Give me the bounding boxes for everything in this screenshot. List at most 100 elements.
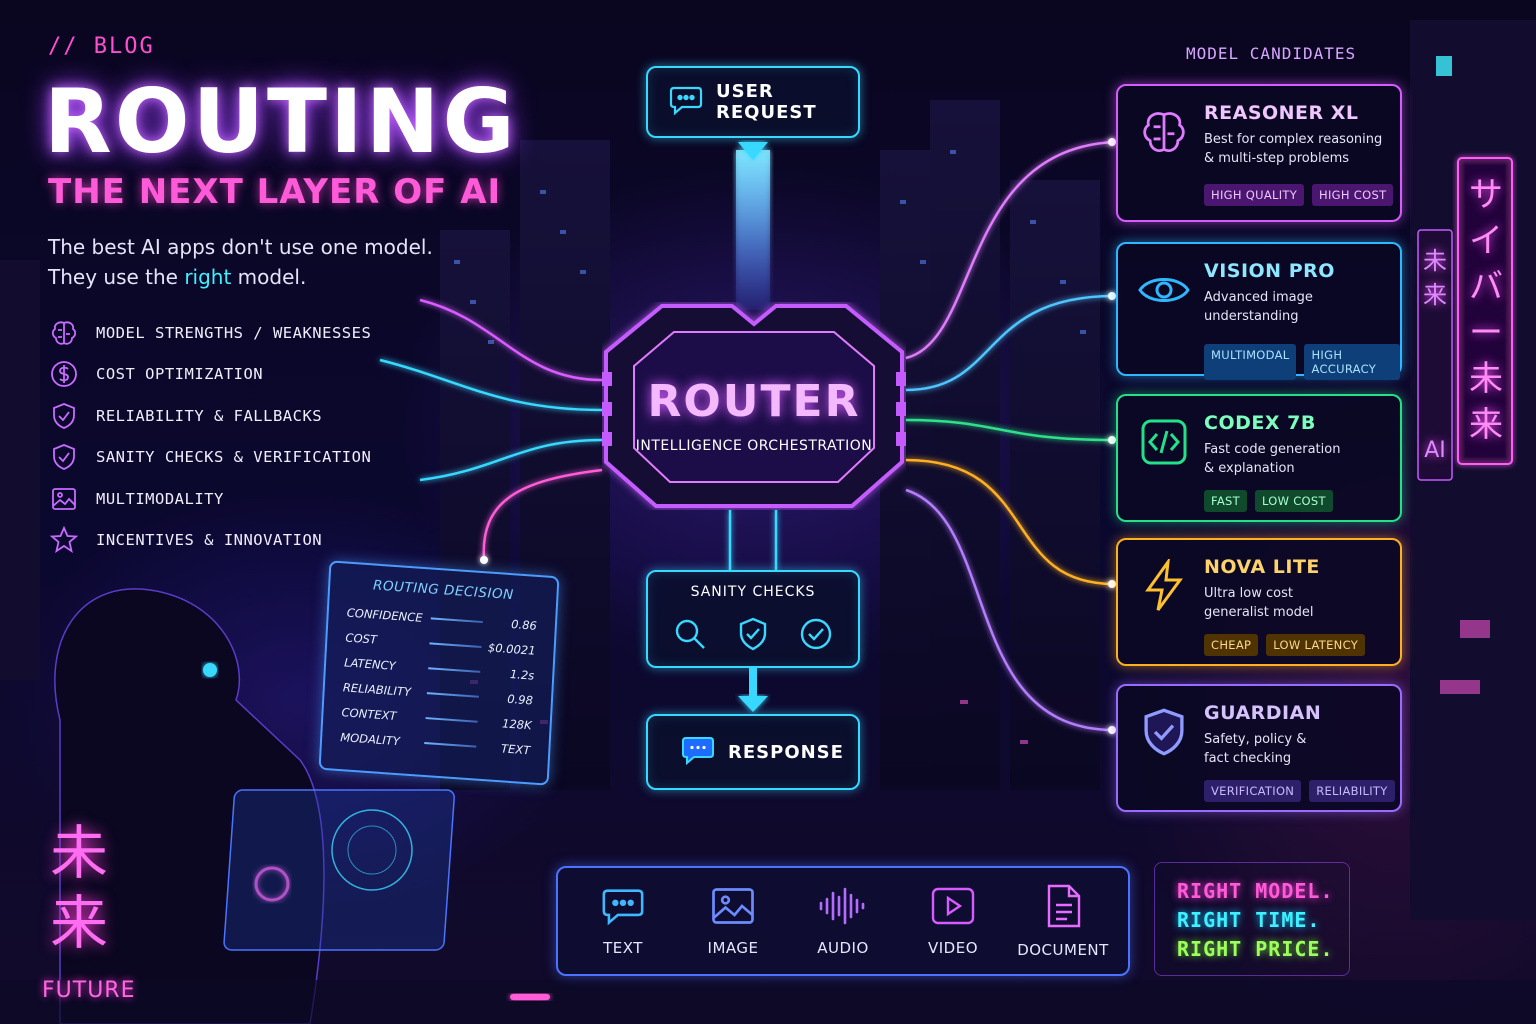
user-request-node: USER REQUEST <box>646 66 860 138</box>
check-circle-icon <box>798 616 834 656</box>
chat-icon <box>680 734 716 770</box>
modalities-bar: TEXT IMAGE AUDIO VIDEO DOCUMENT <box>556 866 1130 976</box>
tagline-pre: They use the <box>48 265 185 289</box>
feature-list: MODEL STRENGTHS / WEAKNESSES COST OPTIMI… <box>48 312 371 561</box>
feature-label: INCENTIVES & INNOVATION <box>96 531 323 550</box>
page-title: ROUTING <box>44 70 518 173</box>
chat-icon <box>668 84 704 120</box>
model-candidates-heading: MODEL CANDIDATES <box>1186 44 1357 63</box>
modality-label: DOCUMENT <box>1017 941 1109 959</box>
blog-tag: // BLOG <box>48 34 155 59</box>
model-description: Safety, policy &fact checking <box>1204 732 1307 766</box>
tag: CHEAP <box>1204 634 1259 656</box>
feature-item: COST OPTIMIZATION <box>48 354 371 396</box>
future-label: FUTURE <box>42 978 136 1003</box>
feature-label: RELIABILITY & FALLBACKS <box>96 406 323 425</box>
tagline-highlight: right <box>184 265 232 289</box>
model-description: Fast code generation& explanation <box>1204 442 1341 476</box>
slogan-line-3: RIGHT PRICE. <box>1177 937 1334 961</box>
tag: HIGH COST <box>1312 184 1394 206</box>
tag: VERIFICATION <box>1204 780 1302 802</box>
feature-item: INCENTIVES & INNOVATION <box>48 520 371 562</box>
tag: FAST <box>1204 490 1247 512</box>
modality-video[interactable]: VIDEO <box>903 885 1003 957</box>
model-card-reasoner-xl[interactable]: REASONER XL Best for complex reasoning& … <box>1116 84 1402 222</box>
modality-label: VIDEO <box>927 939 979 957</box>
model-name: CODEX 7B <box>1204 412 1316 434</box>
feature-label: COST OPTIMIZATION <box>96 365 264 384</box>
router-title: ROUTER <box>647 376 861 427</box>
sanity-checks-icons <box>648 616 858 656</box>
feature-item: RELIABILITY & FALLBACKS <box>48 395 371 437</box>
right-small-neon-sign: 未来 <box>1423 247 1447 309</box>
page-subtitle: THE NEXT LAYER OF AI <box>48 172 502 212</box>
right-ai-sign: AI <box>1424 438 1446 463</box>
feature-label: SANITY CHECKS & VERIFICATION <box>96 448 372 467</box>
search-icon <box>672 616 708 656</box>
modality-image[interactable]: IMAGE <box>683 885 783 957</box>
router-frame <box>602 304 906 508</box>
user-request-label: USER REQUEST <box>716 81 817 123</box>
modality-label: IMAGE <box>707 939 759 957</box>
router-node: ROUTER INTELLIGENCE ORCHESTRATION <box>602 302 906 510</box>
model-name: GUARDIAN <box>1204 702 1322 724</box>
audio-wave-icon <box>816 885 870 931</box>
tagline-post: model. <box>231 265 307 289</box>
slogan-line-1: RIGHT MODEL. <box>1177 879 1334 903</box>
tag: HIGH ACCURACY <box>1304 344 1400 380</box>
modality-label: AUDIO <box>817 939 869 957</box>
slogan-box: RIGHT MODEL. RIGHT TIME. RIGHT PRICE. <box>1154 862 1350 976</box>
feature-item: MODEL STRENGTHS / WEAKNESSES <box>48 312 371 354</box>
feature-label: MULTIMODALITY <box>96 489 224 508</box>
tagline-line-1: The best AI apps don't use one model. <box>48 235 433 259</box>
router-subtitle: INTELLIGENCE ORCHESTRATION <box>635 438 873 454</box>
modality-text[interactable]: TEXT <box>573 885 673 957</box>
tag: MULTIMODAL <box>1204 344 1297 380</box>
image-icon <box>48 483 80 515</box>
document-icon <box>1043 883 1083 933</box>
image-icon <box>710 885 756 931</box>
tag: HIGH QUALITY <box>1204 184 1305 206</box>
modality-document[interactable]: DOCUMENT <box>1013 883 1113 959</box>
chat-icon <box>600 885 646 931</box>
model-tags: HIGH QUALITY HIGH COST <box>1204 184 1394 206</box>
brain-icon <box>48 317 80 349</box>
lightning-icon <box>1136 558 1192 614</box>
tagline-line-2: They use the right model. <box>48 262 433 292</box>
future-kanji-sign: 未 来 <box>50 819 109 957</box>
tag: LOW COST <box>1254 490 1333 512</box>
model-description: Best for complex reasoning& multi-step p… <box>1204 132 1383 166</box>
feature-item: MULTIMODALITY <box>48 478 371 520</box>
model-name: REASONER XL <box>1204 102 1359 124</box>
shield-check-icon <box>735 616 771 656</box>
response-node: RESPONSE <box>646 714 860 790</box>
brain-icon <box>1136 104 1192 160</box>
right-neon-sign: サイバー未来 <box>1469 175 1503 445</box>
modality-label: TEXT <box>603 939 643 957</box>
code-icon <box>1136 414 1192 470</box>
model-card-codex-7b[interactable]: CODEX 7B Fast code generation& explanati… <box>1116 394 1402 522</box>
tagline: The best AI apps don't use one model. Th… <box>48 232 433 292</box>
model-tags: CHEAP LOW LATENCY <box>1204 634 1366 656</box>
eye-icon <box>1136 262 1192 318</box>
model-tags: MULTIMODAL HIGH ACCURACY <box>1204 344 1400 380</box>
play-icon <box>930 885 976 931</box>
slogan-line-2: RIGHT TIME. <box>1177 908 1321 932</box>
tag: LOW LATENCY <box>1266 634 1366 656</box>
feature-label: MODEL STRENGTHS / WEAKNESSES <box>96 323 372 342</box>
model-tags: VERIFICATION RELIABILITY <box>1204 780 1395 802</box>
tag: RELIABILITY <box>1309 780 1395 802</box>
model-name: VISION PRO <box>1204 260 1335 282</box>
dollar-icon <box>48 358 80 390</box>
feature-item: SANITY CHECKS & VERIFICATION <box>48 437 371 479</box>
shield-check-icon <box>1136 704 1192 760</box>
sanity-checks-node: SANITY CHECKS <box>646 570 860 668</box>
model-card-guardian[interactable]: GUARDIAN Safety, policy &fact checking V… <box>1116 684 1402 812</box>
modality-audio[interactable]: AUDIO <box>793 885 893 957</box>
routing-decision-title: ROUTING DECISION <box>372 577 515 604</box>
